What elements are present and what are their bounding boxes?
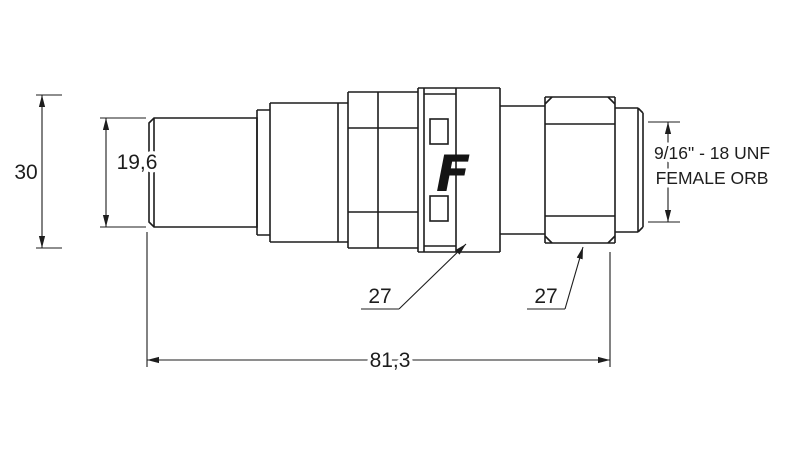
dimension-collar-hex: 27 (361, 243, 467, 312)
dimension-nut-hex: 27 (527, 246, 584, 312)
hex-nut-chamfers (544, 96, 616, 244)
dimension-tip-diameter: 19,6 (100, 117, 161, 228)
dim-label-nut-hex: 27 (534, 285, 557, 308)
dimension-overall-length: 81,3 (146, 232, 611, 376)
valve-body (269, 102, 348, 243)
dim-label-overall-height: 30 (14, 161, 37, 184)
dimension-port-thread: 9/16" - 18 UNF FEMALE ORB (648, 121, 774, 223)
hex-nut (544, 96, 616, 244)
dim-label-collar-hex: 27 (368, 285, 391, 308)
neck (500, 105, 545, 235)
lock-clip-upper (429, 118, 449, 145)
thread-spec-line2: FEMALE ORB (656, 168, 769, 188)
dim-label-overall-length: 81,3 (370, 349, 411, 372)
dim-label-tip-diameter: 19,6 (117, 151, 158, 174)
dimension-overall-height: 30 (11, 94, 62, 249)
coupling-outline: F (148, 87, 644, 253)
leader-line (564, 246, 584, 310)
brand-logo-f: F (436, 145, 470, 203)
leader-line (398, 243, 467, 310)
male-tip (148, 117, 258, 228)
lock-clip-lower (429, 195, 449, 222)
body-step (256, 109, 270, 236)
thread-spec-line1: 9/16" - 18 UNF (654, 143, 770, 163)
sleeve (347, 91, 418, 249)
port-boss (615, 107, 644, 233)
